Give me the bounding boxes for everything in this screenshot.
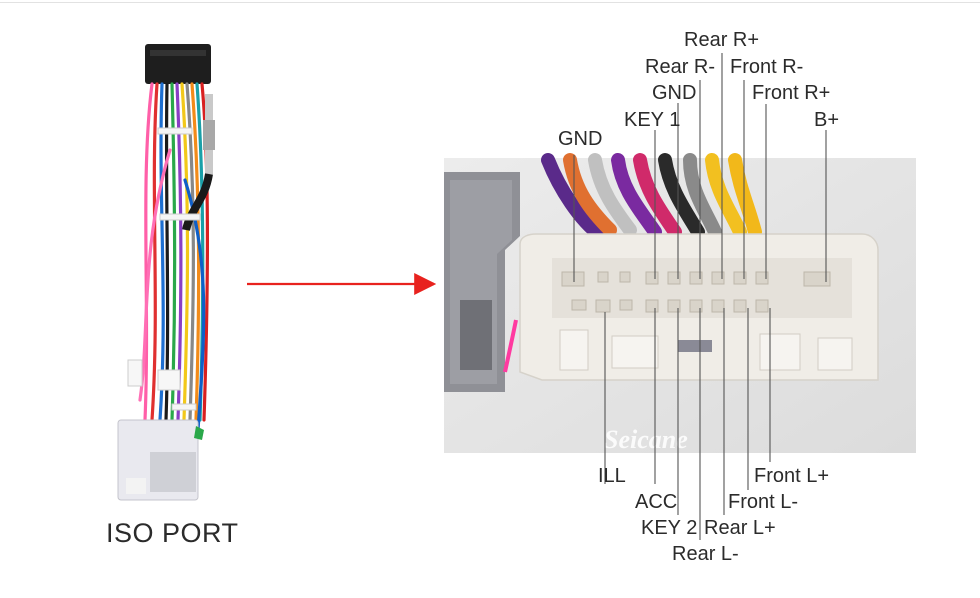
- label-gnd-left: GND: [558, 128, 602, 150]
- label-front-l-minus: Front L-: [728, 491, 798, 513]
- label-b-plus: B+: [814, 109, 839, 131]
- seicane-watermark: Seicane: [604, 425, 688, 454]
- label-key-1: KEY 1: [624, 109, 680, 131]
- connector-closeup-image: Seicane: [444, 153, 916, 454]
- label-rear-r-minus: Rear R-: [645, 56, 715, 78]
- label-front-r-minus: Front R-: [730, 56, 803, 78]
- label-gnd-top: GND: [652, 82, 696, 104]
- label-acc: ACC: [635, 491, 677, 513]
- label-ill: ILL: [598, 465, 626, 487]
- label-front-l-plus: Front L+: [754, 465, 829, 487]
- top-divider: [0, 2, 980, 3]
- label-rear-l-plus: Rear L+: [704, 517, 776, 539]
- top-pin-labels: Rear R+ Rear R- Front R- GND Front R+ KE…: [558, 29, 839, 150]
- label-rear-l-minus: Rear L-: [672, 543, 739, 565]
- label-rear-r-plus: Rear R+: [684, 29, 759, 51]
- bottom-pin-labels: ILL Front L+ ACC Front L- KEY 2 Rear L+ …: [598, 465, 829, 565]
- callout-lines: [573, 53, 827, 540]
- label-key-2: KEY 2: [641, 517, 697, 539]
- wiring-harness-image: [117, 44, 215, 501]
- label-front-r-plus: Front R+: [752, 82, 830, 104]
- iso-port-caption: ISO PORT: [106, 518, 239, 548]
